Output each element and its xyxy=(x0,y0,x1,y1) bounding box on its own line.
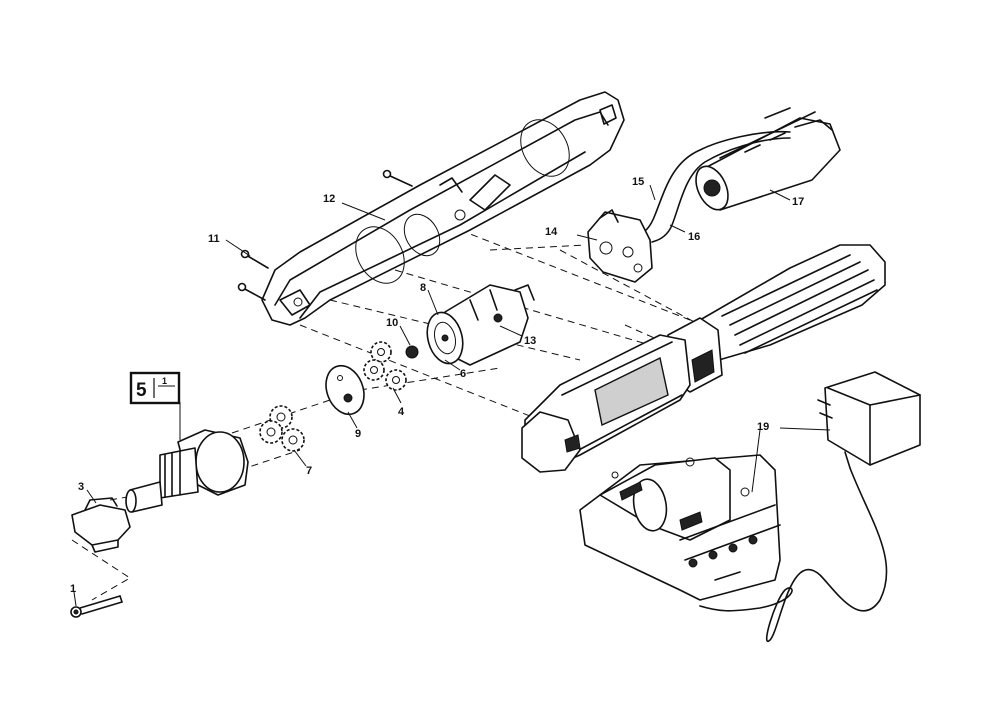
part-labels: 1 3 4 6 7 8 9 10 11 12 13 14 15 16 17 19 xyxy=(70,176,804,595)
carrier-plate xyxy=(325,364,365,416)
screws xyxy=(237,169,413,301)
label-13: 13 xyxy=(524,335,536,347)
label-11: 11 xyxy=(208,233,220,245)
housing-half xyxy=(261,91,625,326)
motor xyxy=(426,284,535,366)
label-7: 7 xyxy=(306,465,312,477)
assembly-callout-box: 5 1 xyxy=(129,371,181,405)
label-17: 17 xyxy=(792,196,804,208)
label-9: 9 xyxy=(355,428,361,440)
battery-pack xyxy=(695,107,841,211)
label-12: 12 xyxy=(323,193,335,205)
label-16: 16 xyxy=(688,231,700,243)
label-3: 3 xyxy=(78,481,84,493)
label-4: 4 xyxy=(398,406,405,418)
assembled-tool xyxy=(521,244,886,473)
collet-pin xyxy=(70,595,123,618)
label-14: 14 xyxy=(545,226,558,238)
label-1: 1 xyxy=(70,583,76,595)
label-15: 15 xyxy=(632,176,644,188)
leader-lines xyxy=(73,184,831,607)
assembly-number: 5 xyxy=(136,380,147,401)
assembly-quantity: 1 xyxy=(162,376,167,386)
label-10: 10 xyxy=(386,317,398,329)
gear-case xyxy=(125,429,249,513)
wall-adapter xyxy=(699,371,921,643)
drive-gears xyxy=(363,341,419,391)
label-8: 8 xyxy=(420,282,426,294)
charging-base xyxy=(579,454,781,601)
retaining-clip xyxy=(71,497,131,553)
planet-gears xyxy=(259,405,305,452)
label-19: 19 xyxy=(757,421,769,433)
switch-assembly xyxy=(587,209,653,283)
label-6: 6 xyxy=(460,368,466,380)
